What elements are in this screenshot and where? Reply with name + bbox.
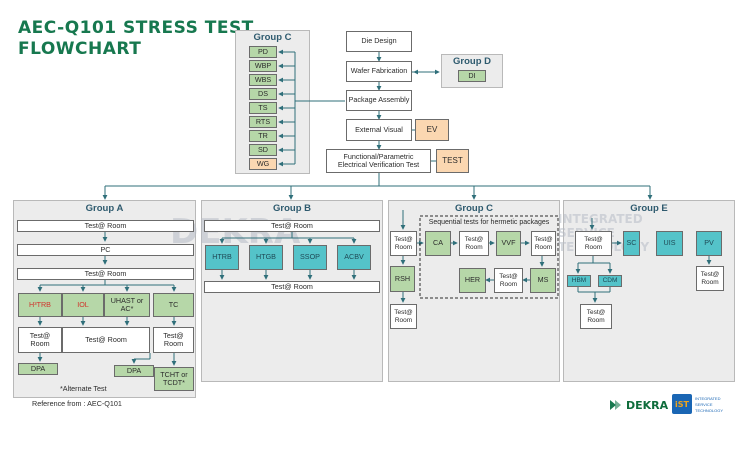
group-c-test-room-e: Test@ Room bbox=[390, 304, 417, 329]
dekra-logo: DEKRA bbox=[609, 398, 668, 412]
ist-logo-sub-1: INTEGRATED bbox=[695, 396, 721, 401]
functional-parametric-test-box: Functional/Parametric Electrical Verific… bbox=[326, 149, 431, 173]
ist-logo: iST INTEGRATED SERVICE TECHNOLOGY bbox=[672, 394, 732, 416]
group-c-her-box: HER bbox=[459, 268, 486, 293]
group-e-panel bbox=[563, 200, 735, 382]
group-b-htrb-box: HTRB bbox=[205, 245, 239, 270]
group-a-tcht-box: TCHT or TCDT* bbox=[154, 367, 194, 391]
group-a-uhast-box: UHAST or AC* bbox=[104, 293, 150, 317]
group-a-dpa-2: DPA bbox=[114, 365, 154, 377]
group-a-test-room-2: Test@ Room bbox=[17, 268, 194, 280]
group-c-test-room-d: Test@ Room bbox=[494, 268, 523, 293]
group-e-test-room-2: Test@ Room bbox=[580, 304, 612, 329]
group-a-dpa-1: DPA bbox=[18, 363, 58, 375]
group-b-test-room-1: Test@ Room bbox=[204, 220, 380, 232]
group-c-tr-box: TR bbox=[249, 130, 277, 142]
group-e-pv-box: PV bbox=[696, 231, 722, 256]
ist-logo-badge: iST bbox=[672, 394, 692, 414]
group-e-test-room-1: Test@ Room bbox=[575, 231, 612, 256]
external-visual-box: External Visual bbox=[346, 119, 412, 141]
group-b-test-room-2: Test@ Room bbox=[204, 281, 380, 293]
group-e-sc-box: SC bbox=[623, 231, 640, 256]
group-a-iol-box: IOL bbox=[62, 293, 104, 317]
title-line-2: FLOWCHART bbox=[18, 39, 142, 59]
group-c-rsh-box: RSH bbox=[390, 266, 415, 292]
group-a-title: Group A bbox=[85, 203, 124, 214]
group-a-after-test-room-3: Test@ Room bbox=[153, 327, 194, 353]
page-title: AEC-Q101 STRESS TEST FLOWCHART bbox=[18, 18, 254, 60]
group-e-test-room-3: Test@ Room bbox=[696, 266, 724, 291]
group-c-wbs-box: WBS bbox=[249, 74, 277, 86]
group-a-after-test-room-1: Test@ Room bbox=[18, 327, 62, 353]
group-c-ms-box: MS bbox=[530, 268, 556, 293]
group-c-test-room-c: Test@ Room bbox=[531, 231, 556, 256]
die-design-box: Die Design bbox=[346, 31, 412, 52]
ist-logo-text: iST bbox=[675, 399, 689, 409]
group-c-top-title: Group C bbox=[253, 32, 292, 43]
group-c-wg-box: WG bbox=[249, 158, 277, 170]
group-b-ssop-box: SSOP bbox=[293, 245, 327, 270]
group-c-vvf-box: VVF bbox=[496, 231, 521, 256]
group-c-test-room-b: Test@ Room bbox=[459, 231, 489, 256]
group-a-pc-box: PC bbox=[17, 244, 194, 256]
test-box: TEST bbox=[436, 149, 469, 173]
group-c-ts-box: TS bbox=[249, 102, 277, 114]
group-c-pd-box: PD bbox=[249, 46, 277, 58]
group-a-tc-box: TC bbox=[153, 293, 194, 317]
dekra-logo-text: DEKRA bbox=[626, 398, 669, 412]
dekra-logo-icon bbox=[610, 400, 621, 410]
group-c-ds-box: DS bbox=[249, 88, 277, 100]
group-c-test-room-a: Test@ Room bbox=[390, 231, 417, 256]
wafer-fabrication-box: Wafer Fabrication bbox=[346, 61, 412, 82]
group-c-rts-box: RTS bbox=[249, 116, 277, 128]
watermark-line-1: INTEGRATED bbox=[558, 212, 643, 226]
group-a-test-room-1: Test@ Room bbox=[17, 220, 194, 232]
group-b-htgb-box: HTGB bbox=[249, 245, 283, 270]
ist-logo-sub-2: SERVICE bbox=[695, 402, 713, 407]
group-e-title: Group E bbox=[630, 203, 668, 214]
group-b-title: Group B bbox=[273, 203, 311, 214]
group-a-alternate-note: *Alternate Test bbox=[60, 384, 107, 393]
group-a-after-test-room-2: Test@ Room bbox=[62, 327, 150, 353]
package-assembly-box: Package Assembly bbox=[346, 90, 412, 111]
ev-box: EV bbox=[415, 119, 449, 141]
group-c-wbp-box: WBP bbox=[249, 60, 277, 72]
sequential-tests-label: Sequential tests for hermetic packages bbox=[422, 219, 556, 226]
group-a-h3trb-box: H³TRB bbox=[18, 293, 62, 317]
group-e-uis-box: UIS bbox=[656, 231, 683, 256]
title-line-1: AEC-Q101 STRESS TEST bbox=[18, 18, 254, 38]
group-c-sd-box: SD bbox=[249, 144, 277, 156]
reference-note: Reference from : AEC-Q101 bbox=[32, 399, 122, 408]
group-e-hbm-box: HBM bbox=[567, 275, 591, 287]
group-b-acbv-box: ACBV bbox=[337, 245, 371, 270]
group-d-di-box: DI bbox=[458, 70, 486, 82]
group-d-title: Group D bbox=[453, 56, 491, 67]
group-e-cdm-box: CDM bbox=[598, 275, 622, 287]
group-c-ca-box: CA bbox=[425, 231, 451, 256]
connectors bbox=[37, 49, 712, 366]
ist-logo-sub-3: TECHNOLOGY bbox=[695, 408, 724, 413]
group-c-title: Group C bbox=[455, 203, 493, 214]
